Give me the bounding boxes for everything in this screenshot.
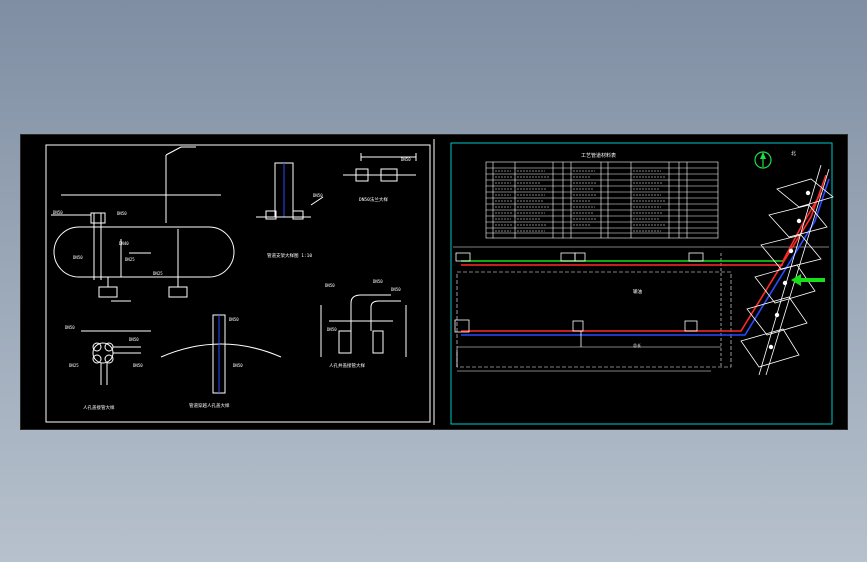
tank-label-4: DN25 (125, 257, 135, 262)
site-plan-outline (453, 246, 829, 372)
manhole-label-1: DN50 (325, 283, 335, 288)
right-frame (450, 142, 833, 425)
right-sheet: 工艺管道材料表 (450, 142, 834, 425)
tank-elevation (51, 146, 235, 302)
pipeline-fittings (454, 252, 704, 367)
tank-label-2: DN50 (117, 211, 127, 216)
materials-table (485, 161, 719, 239)
cover-caption: 管道穿越人孔盖大样 (189, 402, 230, 409)
manhole-chain (740, 164, 834, 376)
materials-table-text (495, 170, 665, 232)
north-label: 北 (791, 150, 796, 157)
flange-detail (343, 153, 417, 182)
manifold-label-2: DN50 (129, 337, 139, 342)
tank-label-5: DN50 (73, 255, 83, 260)
tank-label-1: DN50 (53, 210, 63, 215)
tank-label-3: DN40 (119, 241, 129, 246)
north-arrow-icon (754, 151, 772, 169)
left-frame (45, 144, 431, 423)
pipe-through-cover (160, 314, 282, 394)
manhole-caption: 人孔井盖接管大样 (329, 362, 365, 369)
manhole-section (320, 294, 407, 357)
cover-label-1: DN50 (229, 317, 239, 322)
left-sheet: DN50 DN50 DN40 DN25 DN50 DN25 DN50 管道支架大… (45, 139, 435, 425)
table-title: 工艺管道材料表 (581, 152, 616, 159)
manhole-label-4: DN50 (327, 327, 337, 332)
manhole-chain-nodes (768, 190, 811, 350)
flow-arrow-icon (791, 274, 825, 286)
manifold-caption: 人孔盖接管大样 (83, 404, 115, 411)
drawing-canvas[interactable]: DN50 DN50 DN40 DN25 DN50 DN25 DN50 管道支架大… (21, 135, 847, 429)
flange-label: DN50 (401, 157, 411, 162)
manifold-label-3: DN25 (69, 363, 79, 368)
cover-label-2: DN50 (233, 363, 243, 368)
manifold-label-1: DN50 (65, 325, 75, 330)
flow-label: 输油 (633, 288, 642, 295)
support-label: DN50 (313, 193, 323, 198)
manhole-label-3: DN50 (391, 287, 401, 292)
flange-caption: DN50法兰大样 (359, 196, 388, 203)
manifold-plan (81, 330, 151, 385)
drawing-sheet: DN50 DN50 DN40 DN25 DN50 DN25 DN50 管道支架大… (20, 134, 848, 430)
dimension-label: 总长 (633, 342, 641, 348)
tank-label-6: DN25 (153, 271, 163, 276)
support-caption: 管道支架大样图 1:10 (267, 252, 312, 259)
manifold-label-4: DN50 (133, 363, 143, 368)
pipeline-network (461, 174, 830, 336)
support-detail (256, 162, 324, 220)
manhole-label-2: DN50 (373, 279, 383, 284)
